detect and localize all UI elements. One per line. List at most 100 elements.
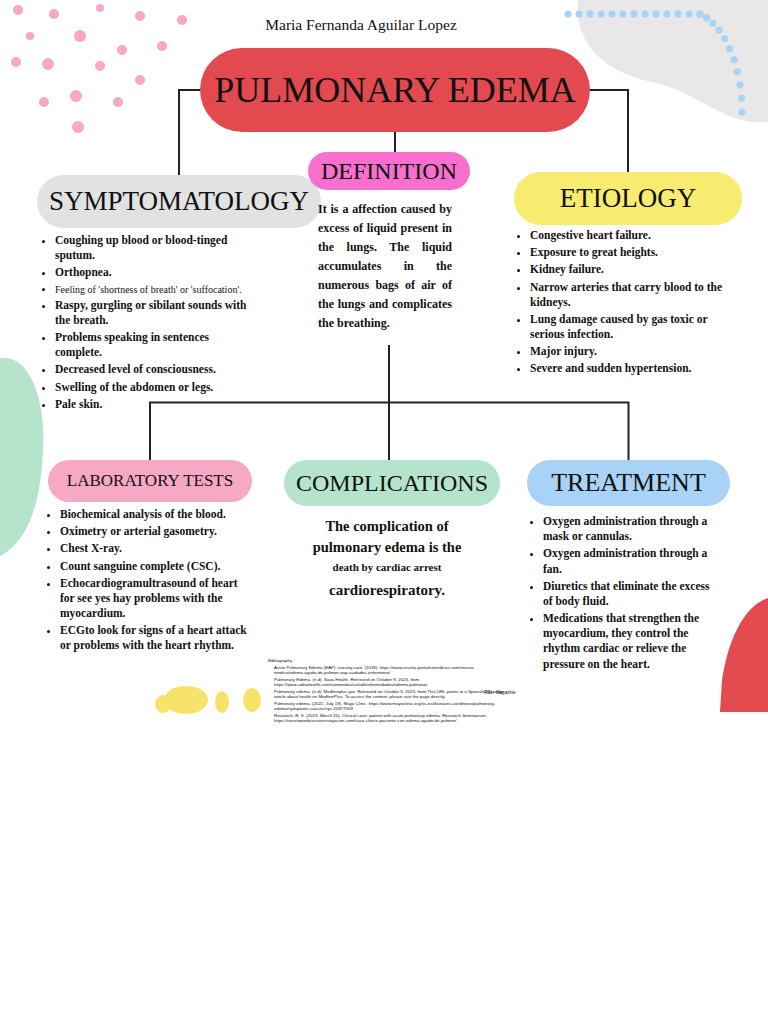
connector-line (150, 345, 389, 460)
pink-dot (11, 57, 21, 67)
blue-dot (630, 10, 637, 17)
blue-dot (738, 95, 745, 102)
bullet-item: Count sanguine complete (CSC). (60, 559, 252, 574)
pink-dot (135, 75, 145, 85)
bullet-item: Swelling of the abdomen or legs. (55, 380, 255, 395)
topic-node: LABORATORY TESTS Biochemical analysis of … (48, 460, 260, 656)
topic-body: Coughing up blood or blood-tinged sputum… (43, 233, 255, 412)
blue-dot (721, 35, 728, 42)
bullet-list: Biochemical analysis of the blood.Oximet… (48, 507, 252, 654)
bullet-list: Coughing up blood or blood-tinged sputum… (43, 233, 255, 412)
bibliography-entry: Pulmonary edema. (n.d). Medlineplus.gov.… (268, 689, 504, 700)
blue-dot (663, 10, 670, 17)
bullet-item: Exposure to great heights. (530, 245, 734, 260)
bullet-item: Problems speaking in sentences complete. (55, 330, 255, 360)
topic-body: Oxygen administration through a mask or … (531, 514, 719, 672)
pink-dot (177, 15, 187, 25)
topic-body: Congestive heart failure. Exposure to gre… (518, 228, 734, 377)
topic-heading: PULMONARY EDEMA (200, 48, 590, 132)
blue-dot (619, 10, 626, 17)
pink-dot (70, 90, 82, 102)
bibliography-entry: Bibliography (268, 658, 504, 664)
blue-dot (564, 10, 571, 17)
bullet-item: Feeling of 'shortness of breath' or 'suf… (55, 283, 255, 296)
complication-text: The complication of pulmonary edema is t… (296, 516, 478, 558)
complication-text: cardiorespiratory. (296, 580, 478, 602)
topic-node: TREATMENT Oxygen administration through a… (527, 460, 733, 674)
yellow-blob (215, 691, 229, 713)
pink-dot (74, 30, 86, 42)
pink-dot (135, 11, 145, 21)
blue-dot (597, 10, 604, 17)
definition-text: It is a affection caused by excess of li… (318, 200, 452, 333)
bullet-item: Biochemical analysis of the blood. (60, 507, 252, 522)
bullet-item: Lung damage caused by gas toxic or serio… (530, 312, 734, 342)
bullet-item: Congestive heart failure. (530, 228, 734, 243)
bullet-item: Chest X-ray. (60, 541, 252, 556)
blue-dot (736, 81, 743, 88)
bullet-item: Kidney failure. (530, 262, 734, 277)
bullet-item: Major injury. (530, 344, 734, 359)
blue-dot (703, 14, 710, 21)
yellow-blob (164, 686, 208, 714)
topic-heading: SYMPTOMATOLOGY (37, 175, 321, 228)
topic-body: Biochemical analysis of the blood.Oximet… (48, 507, 252, 654)
yellow-blob (243, 688, 261, 712)
blue-dot (586, 10, 593, 17)
complication-text: death by cardiac arrest (296, 560, 478, 576)
bullet-item: Echocardiogramultrasound of heart for se… (60, 576, 252, 622)
topic-body: It is a affection caused by excess of li… (318, 200, 452, 333)
blue-dot (709, 19, 716, 26)
connector-line (590, 90, 628, 172)
pink-dot (113, 97, 123, 107)
bullet-item: Narrow arteries that carry blood to the … (530, 280, 734, 310)
bibliography-entry: Pulmonary edema. (2022, July 19). Mayo C… (268, 701, 504, 712)
red-blob (720, 598, 768, 712)
bullet-item: Decreased level of consciousness. (55, 362, 255, 377)
bullet-item: Raspy, gurgling or sibilant sounds with … (55, 298, 255, 328)
bullet-item: Pale skin. (55, 397, 255, 412)
bullet-item: Diuretics that eliminate the excess of b… (543, 579, 719, 609)
pink-dot (157, 41, 167, 51)
pink-dot (96, 4, 104, 12)
blue-dot (674, 10, 681, 17)
author-name: Maria Fernanda Aguilar Lopez (0, 16, 722, 34)
blue-dot (608, 10, 615, 17)
bullet-item: Oxygen administration through a mask or … (543, 514, 719, 544)
blue-dot (726, 45, 733, 52)
pink-dot (42, 58, 54, 70)
bullet-list: Congestive heart failure. Exposure to gre… (518, 228, 734, 377)
yellow-blob (155, 695, 171, 713)
topic-node: ETIOLOGY Congestive heart failure. Exposur… (514, 172, 746, 379)
bibliography-entry: Acute Pulmonary Edema (EAP): nursing car… (268, 665, 504, 676)
blue-dot (715, 26, 722, 33)
blue-dot (696, 10, 703, 17)
connector-line (179, 90, 200, 175)
topic-heading: LABORATORY TESTS (48, 460, 252, 502)
connector-line (394, 132, 396, 152)
blue-dot (730, 56, 737, 63)
bullet-item: Coughing up blood or blood-tinged sputum… (55, 233, 255, 263)
bibliography-entry: Pulmonary Edema. (n.d). Sava Health. Ret… (268, 677, 504, 688)
pink-dots (11, 4, 187, 133)
blue-dot (685, 10, 692, 17)
topic-heading: COMPLICATIONS (284, 460, 500, 506)
blue-dots (564, 10, 745, 115)
blue-dot (641, 10, 648, 17)
pink-dot (117, 45, 127, 55)
pink-dot (49, 9, 59, 19)
connector-line (389, 345, 629, 460)
grey-blob (578, 0, 768, 122)
blue-dot (734, 68, 741, 75)
blue-dot (738, 108, 745, 115)
pink-dot (26, 32, 34, 40)
bullet-item: Oxygen administration through a fan. (543, 546, 719, 576)
pink-dot (95, 61, 105, 71)
bullet-item: Orthopnea. (55, 265, 255, 280)
pink-dot (72, 121, 84, 133)
pink-dot (39, 97, 49, 107)
topic-heading: TREATMENT (527, 460, 730, 506)
topic-heading: ETIOLOGY (514, 172, 742, 225)
bullet-list: Oxygen administration through a mask or … (531, 514, 719, 672)
